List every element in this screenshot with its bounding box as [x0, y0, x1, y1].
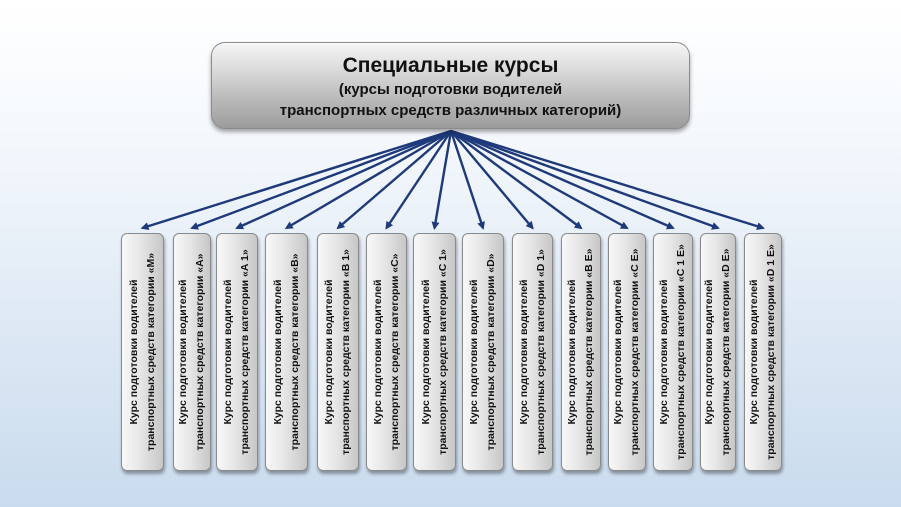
course-card-text: Курс подготовки водителей транспортных ср…: [126, 239, 160, 465]
course-card-text: Курс подготовки водителей транспортных ср…: [321, 239, 355, 465]
connector-arrow: [450, 129, 720, 230]
connector-arrow: [450, 130, 583, 230]
course-card: Курс подготовки водителей транспортных ср…: [653, 233, 693, 471]
course-card-line2: транспортных средств категории «D 1 E»: [765, 244, 777, 460]
course-card-line1: Курс подготовки водителей: [419, 279, 432, 425]
course-card-line1: Курс подготовки водителей: [658, 279, 670, 425]
course-card-text: Курс подготовки водителей транспортных ср…: [175, 239, 209, 465]
course-card-line2: транспортных средств категории «D 1»: [534, 249, 547, 455]
course-card-line1: Курс подготовки водителей: [566, 279, 578, 425]
course-card: Курс подготовки водителей транспортных ср…: [512, 233, 553, 471]
connector-arrow: [450, 130, 534, 230]
course-card: Курс подготовки водителей транспортных ср…: [744, 233, 782, 471]
header-subtitle-line1: (курсы подготовки водителей: [338, 81, 563, 98]
connector-arrow: [190, 129, 452, 230]
course-card-line1: Курс подготовки водителей: [612, 279, 624, 425]
connector-arrow: [449, 130, 485, 230]
course-card-text: Курс подготовки водителей транспортных ср…: [270, 239, 304, 465]
course-card-line2: транспортных средств категории «B E»: [583, 248, 595, 456]
header-subtitle-line2: транспортных средств различных категорий…: [279, 102, 622, 119]
course-card-line2: транспортных средств категории «B 1»: [340, 249, 352, 455]
course-card-line1: Курс подготовки водителей: [177, 279, 189, 425]
course-card-line2: транспортных средств категории «M»: [144, 252, 157, 452]
connector-arrow: [385, 130, 452, 230]
connector-arrow: [140, 129, 452, 231]
course-card: Курс подготовки водителей транспортных ср…: [216, 233, 258, 471]
course-card-line1: Курс подготовки водителей: [703, 279, 715, 425]
course-card-text: Курс подготовки водителей транспортных ср…: [656, 239, 690, 465]
course-card: Курс подготовки водителей транспортных ср…: [121, 233, 164, 471]
connector-arrow: [431, 130, 453, 230]
course-card-line2: транспортных средств категории «A 1»: [239, 249, 251, 455]
course-card: Курс подготовки водителей транспортных ср…: [700, 233, 736, 471]
course-card-line2: транспортных средств категории «C»: [388, 253, 401, 451]
connector-arrow: [235, 129, 452, 230]
course-card-line1: Курс подготовки водителей: [517, 279, 530, 425]
course-card-text: Курс подготовки водителей транспортных ср…: [701, 239, 735, 465]
course-card-text: Курс подготовки водителей транспортных ср…: [564, 239, 598, 465]
course-card-text: Курс подготовки водителей транспортных ср…: [610, 239, 644, 465]
course-card-line1: Курс подготовки водителей: [468, 279, 480, 425]
course-card-line2: транспортных средств категории «D»: [485, 253, 497, 451]
course-card: Курс подготовки водителей транспортных ср…: [366, 233, 407, 471]
course-card-line1: Курс подготовки водителей: [323, 279, 335, 425]
connector-arrow: [450, 129, 765, 231]
course-card-text: Курс подготовки водителей транспортных ср…: [746, 239, 780, 465]
course-card-line1: Курс подготовки водителей: [748, 279, 760, 425]
course-card: Курс подготовки водителей транспортных ср…: [265, 233, 308, 471]
course-card-line2: транспортных средств категории «D E»: [720, 248, 732, 456]
course-card-text: Курс подготовки водителей транспортных ср…: [370, 239, 404, 465]
course-card-text: Курс подготовки водителей транспортных ср…: [516, 239, 550, 465]
course-card: Курс подготовки водителей транспортных ср…: [561, 233, 601, 471]
course-card-text: Курс подготовки водителей транспортных ср…: [418, 239, 452, 465]
connector-arrow: [450, 129, 629, 230]
connector-arrow: [284, 129, 452, 230]
course-card-line1: Курс подготовки водителей: [127, 279, 140, 425]
connector-arrow: [450, 129, 675, 230]
connector-arrow: [336, 130, 452, 230]
course-card: Курс подготовки водителей транспортных ср…: [608, 233, 646, 471]
course-card-line1: Курс подготовки водителей: [271, 279, 284, 425]
course-card: Курс подготовки водителей транспортных ср…: [173, 233, 211, 471]
header-box: Специальные курсы (курсы подготовки води…: [211, 42, 690, 129]
course-card-line2: транспортных средств категории «C 1 E»: [675, 244, 687, 460]
course-card-text: Курс подготовки водителей транспортных ср…: [466, 239, 500, 465]
course-card-line2: транспортных средств категории «A»: [194, 253, 206, 451]
course-card-text: Курс подготовки водителей транспортных ср…: [220, 239, 254, 465]
course-card-line1: Курс подготовки водителей: [222, 279, 234, 425]
course-card-line2: транспортных средств категории «B»: [288, 253, 301, 451]
course-card: Курс подготовки водителей транспортных ср…: [413, 233, 456, 471]
header-title: Специальные курсы: [342, 54, 559, 77]
course-card-line2: транспортных средств категории «C E»: [629, 248, 641, 456]
course-card-line1: Курс подготовки водителей: [371, 279, 384, 425]
course-card: Курс подготовки водителей транспортных ср…: [462, 233, 504, 471]
course-card-line2: транспортных средств категории «C 1»: [436, 249, 449, 455]
course-card: Курс подготовки водителей транспортных ср…: [317, 233, 359, 471]
